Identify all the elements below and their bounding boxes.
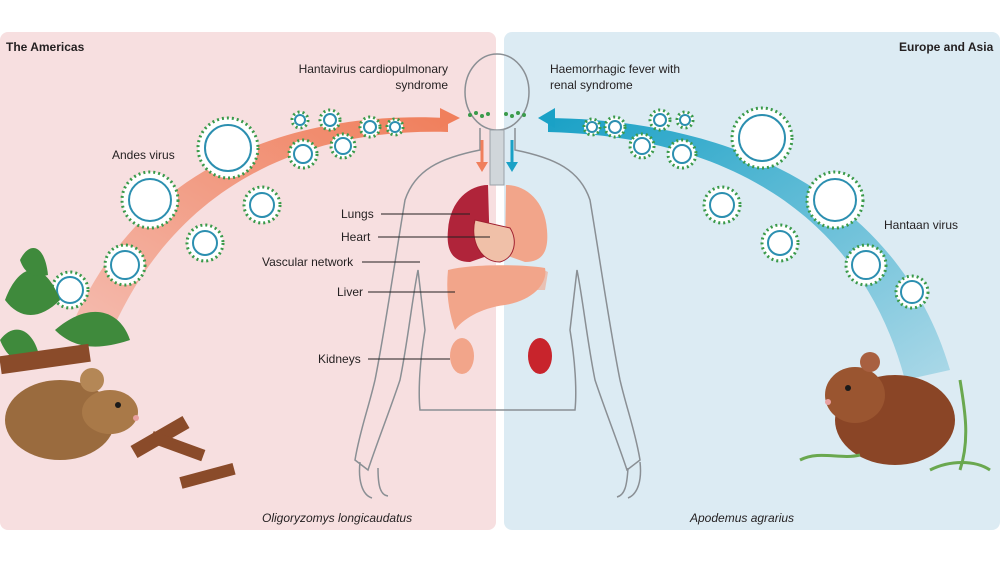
vascular-network-label: Vascular network <box>262 255 354 269</box>
virus-particle <box>287 138 319 170</box>
liver-label: Liver <box>337 285 364 299</box>
americas-airway-arrow-head <box>476 162 488 172</box>
europe-asia-arrow-head <box>538 108 555 128</box>
organ-leader-lines <box>362 213 490 360</box>
americas-region-label: The Americas <box>6 40 85 54</box>
virus-particle <box>50 270 90 310</box>
virus-particle <box>318 108 342 132</box>
liver-right <box>505 268 548 290</box>
virus-particle <box>628 132 656 160</box>
virus-particle <box>185 223 225 263</box>
virus-particle <box>385 117 405 137</box>
virus-particle <box>242 185 282 225</box>
americas-arrow-head <box>440 108 460 128</box>
virus-particle <box>894 274 930 310</box>
virus-particle <box>702 185 742 225</box>
hantaan-virus-label: Hantaan virus <box>884 218 959 232</box>
europe-asia-virus-particles <box>582 106 930 310</box>
inhaled-virus-dots <box>468 111 526 118</box>
virus-particle <box>358 115 382 139</box>
virus-particle <box>582 117 602 137</box>
right-kidney <box>528 338 552 374</box>
virus-particle <box>675 110 695 130</box>
left-kidney <box>450 338 474 374</box>
europe-asia-syndrome-label-line1: Haemorrhagic fever with <box>550 62 681 76</box>
virus-particle <box>120 170 180 230</box>
andes-virus-label: Andes virus <box>112 148 175 162</box>
lungs-label: Lungs <box>341 207 374 221</box>
heart <box>473 219 515 263</box>
virus-particle <box>603 115 627 139</box>
virus-particle <box>648 108 672 132</box>
trachea <box>489 129 505 186</box>
europe-asia-syndrome-label-line2: renal syndrome <box>550 78 633 92</box>
europe-asia-rodent <box>825 352 955 465</box>
europe-asia-airway-arrow-head <box>506 162 518 172</box>
right-lung <box>505 185 548 262</box>
americas-host-species: Oligoryzomys longicaudatus <box>262 511 413 525</box>
virus-particle <box>290 110 310 130</box>
virus-particle <box>329 132 357 160</box>
europe-asia-region-label: Europe and Asia <box>899 40 994 54</box>
virus-particle <box>730 106 794 170</box>
americas-syndrome-label-line1: Hantavirus cardiopulmonary <box>298 62 448 76</box>
kidneys-label: Kidneys <box>318 352 361 366</box>
americas-virus-particles <box>50 108 405 310</box>
logs <box>0 343 236 489</box>
grass <box>799 379 991 472</box>
virus-particle <box>666 138 698 170</box>
virus-particle <box>844 243 888 287</box>
europe-asia-host-species: Apodemus agrarius <box>690 511 795 525</box>
americas-rodent <box>5 368 139 460</box>
heart-label: Heart <box>341 230 371 244</box>
americas-syndrome-label-line2: syndrome <box>395 78 448 92</box>
virus-particle <box>760 223 800 263</box>
virus-particle <box>805 170 865 230</box>
virus-particle <box>103 243 147 287</box>
virus-particle <box>196 116 260 180</box>
